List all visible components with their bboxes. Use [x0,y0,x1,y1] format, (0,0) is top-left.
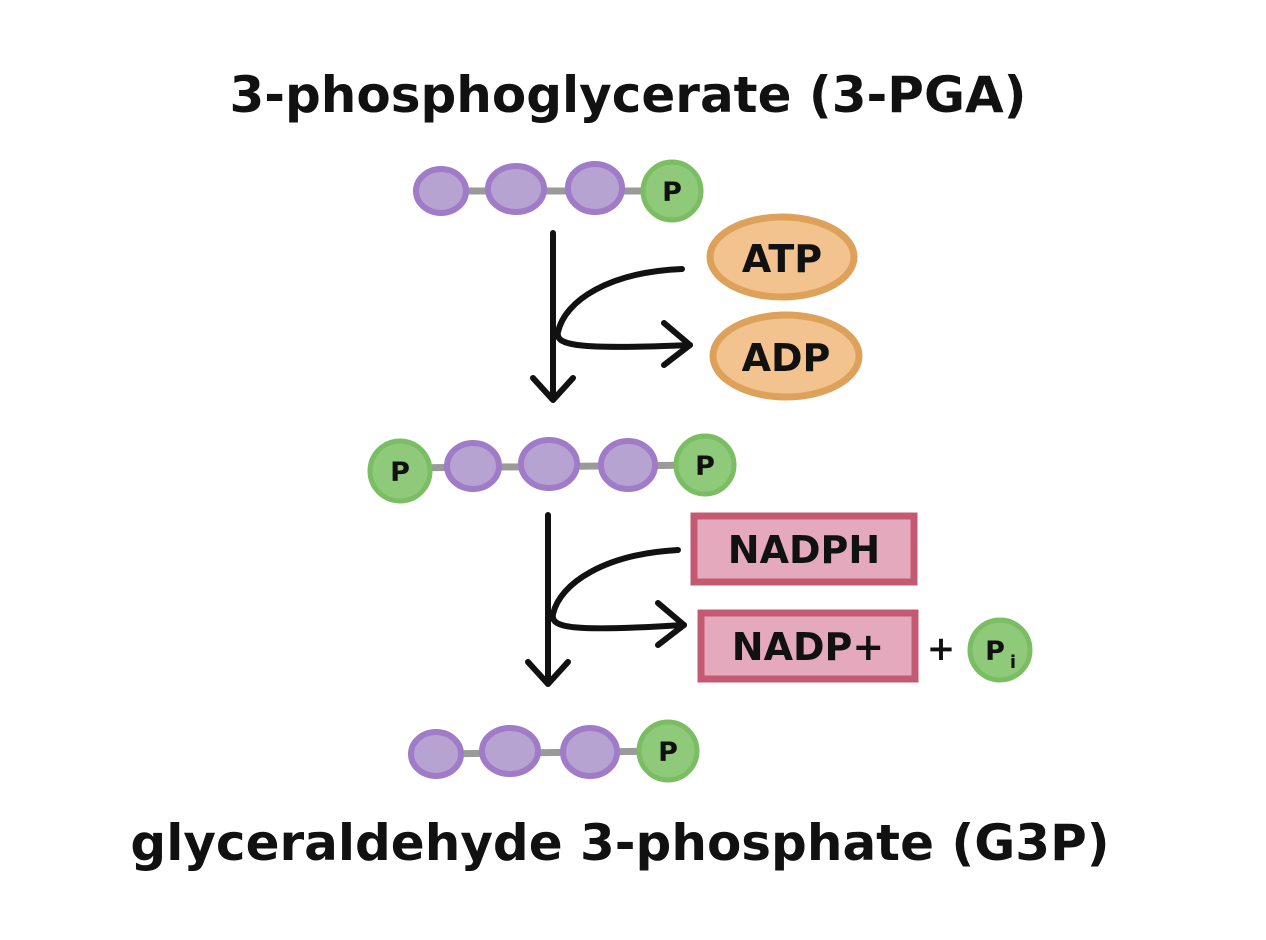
middle-right-phosphate [673,433,737,497]
step2-arrows [525,512,687,687]
nadp-rect [697,609,919,683]
adp-label: ADP [742,336,831,380]
bottom-phosphate-label: P [658,737,678,768]
step1-main-arrowhead [530,375,576,403]
middle-right-phosphate-label: P [695,451,715,482]
bottom-molecule-bonds [432,747,672,758]
atp-oval [706,213,858,301]
pi-circle [967,617,1033,683]
top-phosphate [640,159,704,223]
step2-side-arrowhead [655,600,687,648]
nadph-box: NADPH [690,512,918,586]
adp-oval [709,311,863,401]
middle-carbon-2 [518,437,580,491]
nadph-rect [690,512,918,586]
top-molecule-title: 3-phosphoglycerate (3-PGA) [229,66,1026,124]
bottom-carbon-3 [560,725,620,779]
middle-carbon-3 [598,438,658,492]
top-phosphate-label: P [662,177,682,208]
top-carbon-3 [565,161,625,215]
atp-badge: ATP [706,213,858,301]
adp-badge: ADP [709,311,863,401]
top-carbon-2 [485,163,547,215]
step1-arrows [530,230,693,403]
nadp-box: NADP+ [697,609,919,683]
top-carbon-1 [413,166,469,216]
nadph-label: NADPH [728,528,880,572]
step1-side-arrowhead [661,320,693,368]
bottom-carbon-2 [479,725,541,777]
bottom-molecule-title: glyceraldehyde 3-phosphate (G3P) [130,814,1109,872]
bottom-carbon-1 [408,729,464,779]
bottom-phosphate [636,719,700,783]
plus-sign: + [927,629,956,669]
pi-subscript: i [1010,652,1016,673]
nadp-label: NADP+ [732,625,884,669]
middle-molecule: P P [367,433,737,504]
step1-side-arrow [554,266,693,350]
middle-left-phosphate-label: P [390,457,410,488]
atp-label: ATP [742,237,822,281]
inorganic-phosphate: P i [967,617,1033,683]
step2-side-arrow [549,547,687,632]
top-molecule: P [413,159,704,223]
middle-left-phosphate [367,438,433,504]
bottom-molecule: P [408,719,700,783]
middle-carbon-1 [444,440,502,492]
step2-main-arrowhead [525,659,571,687]
pi-label: P [985,636,1005,667]
